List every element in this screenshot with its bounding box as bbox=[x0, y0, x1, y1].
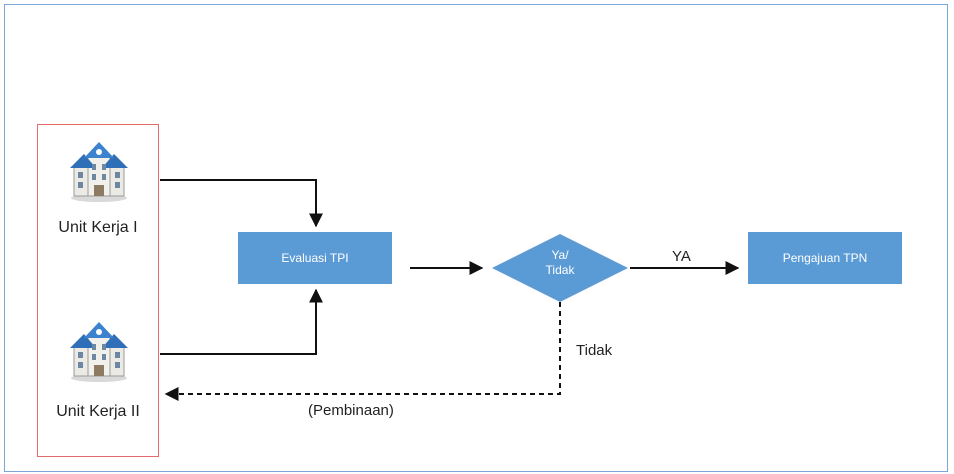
office-building-icon bbox=[70, 322, 128, 382]
pembinaan-edge-label: (Pembinaan) bbox=[308, 402, 394, 419]
decision-label-line1: Ya/ bbox=[551, 248, 569, 262]
decision-diamond bbox=[492, 234, 628, 302]
unit-group-box bbox=[37, 124, 159, 457]
office-building-icon bbox=[70, 142, 128, 202]
decision-label: Ya/ Tidak bbox=[510, 248, 610, 278]
connector-unit2-to-evaluasi bbox=[160, 288, 323, 355]
tidak-edge-label: Tidak bbox=[576, 342, 613, 359]
connector-tidak-pembinaan bbox=[164, 302, 561, 401]
pengajuan-tpn-box: Pengajuan TPN bbox=[748, 232, 902, 284]
evaluasi-tpi-box: Evaluasi TPI bbox=[238, 232, 392, 284]
connector-unit1-to-evaluasi bbox=[160, 179, 323, 228]
decision-label-line2: Tidak bbox=[545, 263, 575, 277]
pengajuan-tpn-label: Pengajuan TPN bbox=[782, 251, 868, 265]
evaluasi-tpi-label: Evaluasi TPI bbox=[281, 251, 349, 265]
unit-kerja-1-label: Unit Kerja I bbox=[58, 219, 138, 236]
ya-edge-label: YA bbox=[672, 248, 691, 265]
unit-kerja-2-label: Unit Kerja II bbox=[56, 403, 140, 420]
